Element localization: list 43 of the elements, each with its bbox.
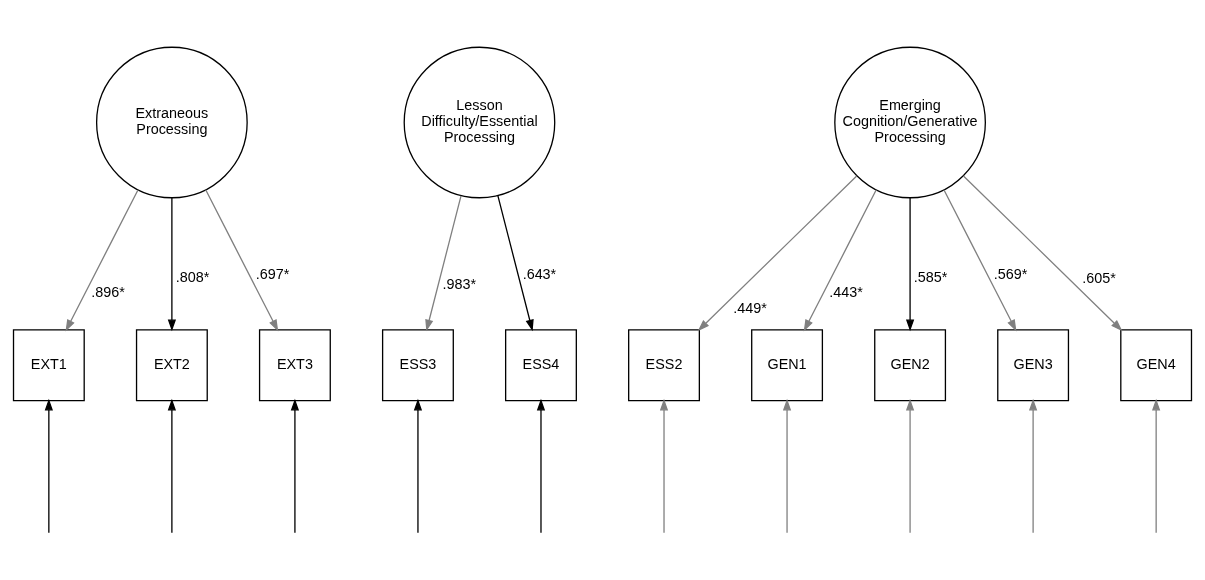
arrow — [905, 398, 915, 533]
edge-label: .569* — [993, 265, 1028, 282]
arrow — [659, 398, 669, 533]
node-box: EXT2 — [135, 328, 208, 401]
arrow — [413, 398, 423, 533]
arrow — [425, 194, 462, 331]
node-box: GEN3 — [997, 328, 1070, 401]
node-box: GEN2 — [874, 328, 947, 401]
node-box: GEN4 — [1120, 328, 1193, 401]
arrow — [497, 194, 534, 331]
edge-label: .585* — [913, 268, 948, 285]
edge-label: .605* — [1082, 269, 1116, 286]
edge-label: .697* — [255, 265, 290, 282]
node-box: GEN1 — [751, 328, 824, 401]
node-box: ESS2 — [628, 328, 700, 401]
arrow — [697, 174, 858, 331]
arrow — [44, 398, 53, 533]
arrow — [536, 398, 546, 533]
edge-label: .449* — [733, 299, 767, 316]
arrow — [1029, 398, 1038, 533]
node-circle: Emerging Cognition/Generative Processing — [834, 46, 986, 198]
edge-label: .808* — [175, 268, 210, 285]
arrow — [803, 188, 877, 331]
arrow — [65, 188, 139, 331]
arrow — [962, 174, 1123, 331]
arrow — [167, 196, 176, 331]
edge-label: .896* — [91, 283, 125, 300]
node-box: EXT3 — [258, 328, 331, 401]
arrow — [1152, 398, 1161, 533]
node-box: ESS3 — [381, 328, 454, 401]
edge-label: .643* — [522, 265, 557, 282]
arrow — [290, 398, 300, 533]
arrow — [167, 398, 176, 533]
node-circle: Lesson Difficulty/Essential Processing — [403, 46, 556, 198]
node-box: EXT1 — [12, 328, 85, 401]
node-box: ESS4 — [505, 328, 577, 401]
arrow — [905, 196, 915, 331]
edge-label: .443* — [829, 283, 863, 300]
edge-label: .983* — [442, 275, 477, 292]
arrow — [205, 188, 279, 331]
arrow — [782, 398, 792, 533]
arrow — [943, 188, 1017, 331]
node-circle: Extraneous Processing — [95, 46, 248, 198]
